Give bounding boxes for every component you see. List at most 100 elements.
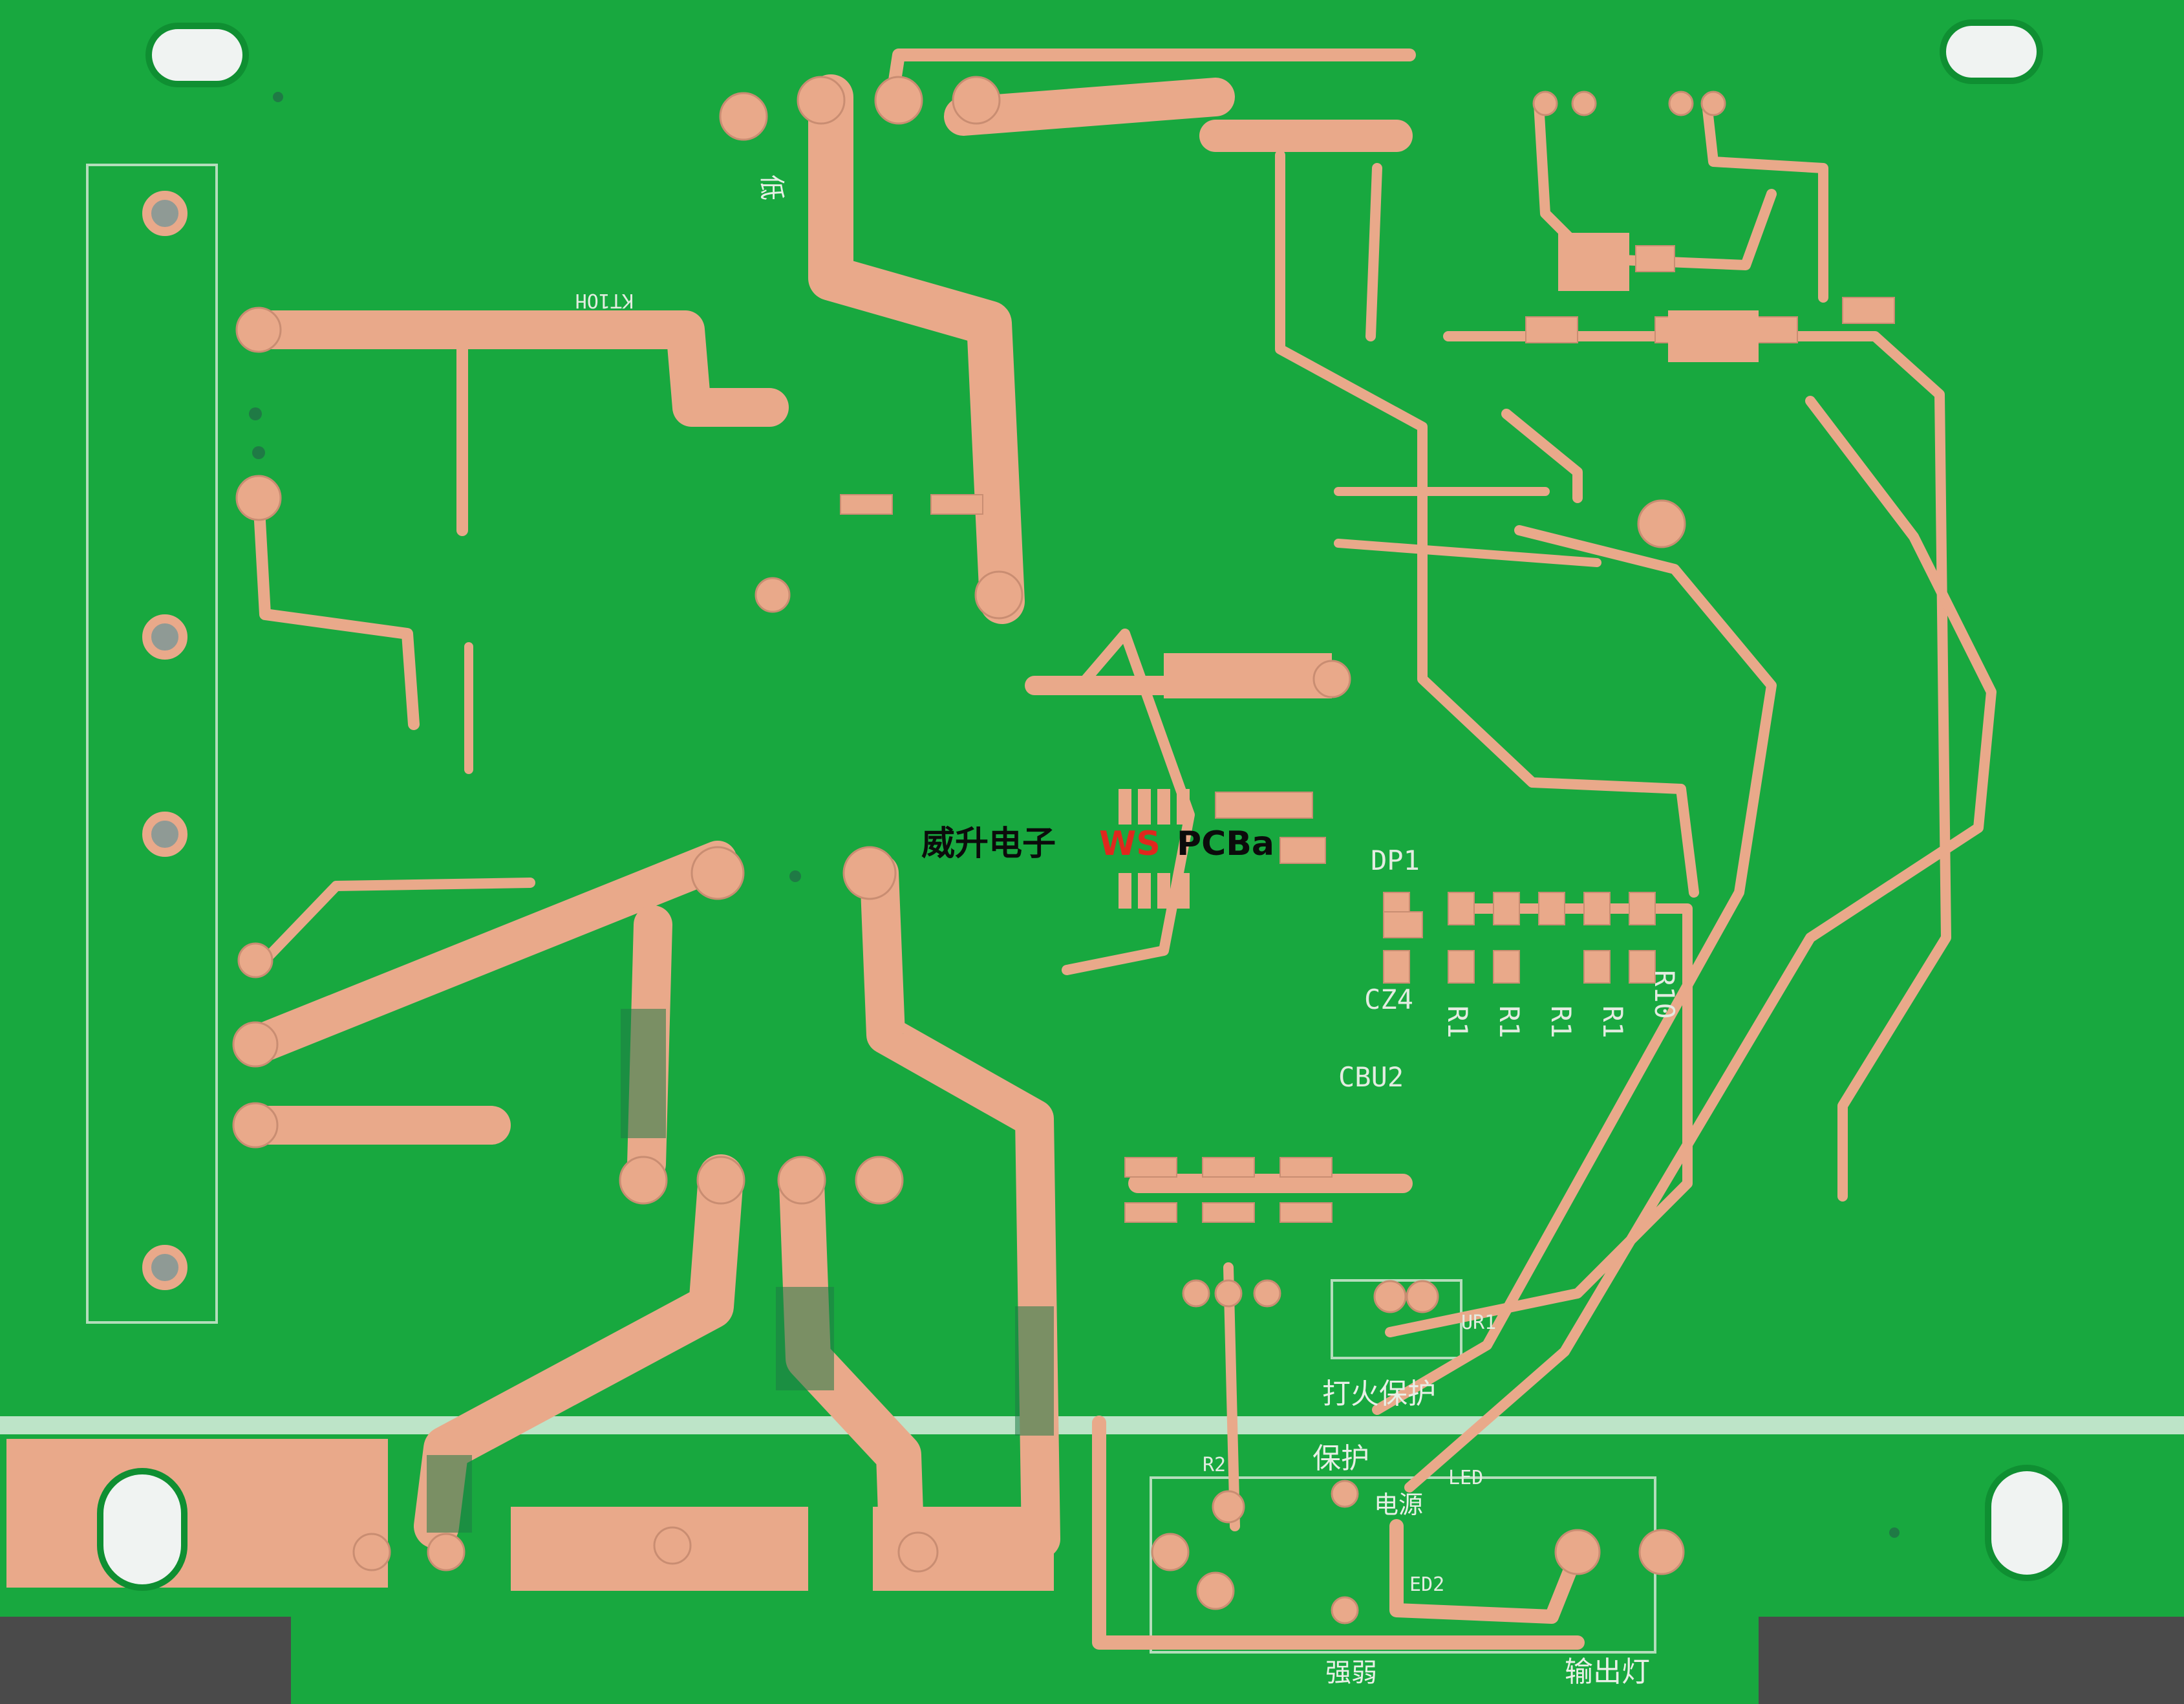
label-cz4: CZ4 (1364, 984, 1413, 1015)
through-hole-pad (897, 1531, 939, 1573)
through-hole-pad (232, 1102, 279, 1149)
through-hole-pad (237, 942, 273, 978)
through-hole-pad (653, 1526, 692, 1565)
smd-pad (1124, 1157, 1177, 1178)
label-adjust: 强弱 (1325, 1658, 1377, 1688)
label-protect: 保护 (1312, 1442, 1369, 1475)
through-hole-pad (1253, 1279, 1281, 1308)
through-hole-pad (1312, 660, 1351, 698)
smd-pad (1583, 950, 1611, 984)
smd-pad (1279, 1157, 1333, 1178)
label-cbu2: CBU2 (1338, 1061, 1404, 1093)
trace (1372, 525, 1777, 1415)
worn-copper (621, 1009, 666, 1138)
smd-pad (1383, 911, 1423, 938)
mounting-hole-bottom-left (97, 1468, 187, 1591)
label-ktoh: KT1OH (575, 289, 634, 312)
via (249, 407, 262, 420)
label-fire-protect: 打火保护 (1322, 1377, 1436, 1410)
trace (1404, 396, 1997, 1493)
smd-pad (1448, 892, 1475, 925)
mounting-hole-top-right (1940, 19, 2043, 84)
through-hole-pad (1151, 1533, 1190, 1571)
smd-pad (1279, 837, 1326, 864)
trace (236, 310, 789, 427)
label-low: 低 (756, 175, 786, 200)
through-hole-pad (619, 1156, 668, 1205)
label-r1-a: R1 (1442, 1006, 1473, 1039)
through-hole-pad (755, 577, 791, 613)
trace (779, 1161, 925, 1575)
ic-pad (1119, 873, 1131, 909)
through-hole-pad (777, 1156, 826, 1205)
label-r2: R2 (1203, 1454, 1226, 1476)
smd-pad (1215, 792, 1313, 819)
trace (808, 74, 1025, 624)
smd-pad (1493, 892, 1520, 925)
through-hole-pad (1214, 1279, 1243, 1308)
watermark-brand: WS (1099, 825, 1161, 863)
bottom-left-tab (6, 1439, 388, 1588)
through-hole-pad (1406, 1280, 1439, 1313)
watermark: 威升电子 WS PCBa (921, 825, 1274, 863)
smd-pad (1583, 892, 1611, 925)
smd-pad (1383, 950, 1410, 984)
trace (1365, 163, 1382, 341)
smd-pad (1538, 892, 1565, 925)
through-hole-pad (974, 570, 1023, 620)
through-hole-pad (855, 1156, 904, 1205)
smd-pad (1279, 1202, 1333, 1223)
mounting-hole-top-left (145, 23, 249, 87)
plated-hole (142, 191, 187, 236)
silk-frame-left (86, 164, 218, 1324)
through-hole-pad (427, 1533, 466, 1571)
worn-copper (776, 1287, 834, 1390)
through-hole-pad (1212, 1490, 1245, 1524)
through-hole-pad (1532, 91, 1558, 116)
ic-pad (1138, 873, 1151, 909)
through-hole-pad (235, 307, 282, 353)
through-hole-pad (1638, 1529, 1685, 1575)
through-hole-pad (797, 76, 846, 125)
through-hole-pad (235, 475, 282, 521)
plated-hole (142, 614, 187, 660)
smd-pad (1124, 1202, 1177, 1223)
power-pad (1164, 653, 1332, 698)
power-pad (1558, 233, 1629, 291)
worn-copper (1015, 1306, 1054, 1436)
smd-pad (1629, 950, 1656, 984)
through-hole-pad (1668, 91, 1694, 116)
through-hole-pad (1331, 1480, 1359, 1508)
watermark-cn: 威升电子 (921, 825, 1056, 863)
via (1889, 1527, 1900, 1538)
smd-pad (930, 494, 983, 515)
through-hole-pad (696, 1156, 745, 1205)
label-r1-b: R1 (1493, 1006, 1525, 1039)
watermark-product: PCBa (1177, 825, 1274, 863)
through-hole-pad (691, 846, 745, 900)
ic-pad (1157, 789, 1170, 825)
through-hole-pad (1196, 1571, 1235, 1610)
smd-pad (1448, 950, 1475, 984)
through-hole-pad (1554, 1529, 1601, 1575)
through-hole-pad (952, 76, 1001, 125)
worn-copper (427, 1455, 472, 1533)
smd-pad (1635, 245, 1675, 272)
through-hole-pad (1182, 1279, 1210, 1308)
smd-pad (1525, 316, 1578, 343)
smd-pad (1493, 950, 1520, 984)
through-hole-pad (1373, 1280, 1407, 1313)
trace (1275, 150, 1699, 898)
plated-hole (142, 812, 187, 857)
label-ur1: UR1 (1461, 1311, 1496, 1334)
label-r10: R10 (1649, 970, 1680, 1019)
via (789, 870, 801, 882)
ic-pad (1119, 789, 1131, 825)
through-hole-pad (352, 1533, 391, 1571)
trace (250, 878, 535, 975)
through-hole-pad (1571, 91, 1597, 116)
trace (1389, 1519, 1585, 1624)
ic-pad (1177, 873, 1190, 909)
ic-pad (1138, 789, 1151, 825)
